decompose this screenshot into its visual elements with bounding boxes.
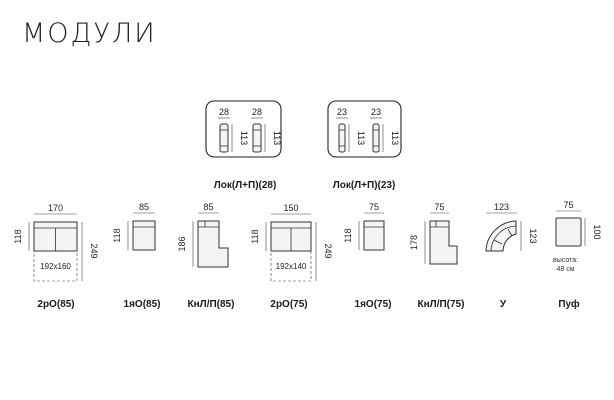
module-body bbox=[363, 220, 385, 251]
module-label-corner: У bbox=[499, 299, 507, 310]
lock-group-28: 28 28 113 113 bbox=[205, 100, 282, 158]
pouf-height-note: высота: 48 см bbox=[553, 256, 578, 274]
lock-arm-right bbox=[372, 123, 380, 153]
module-2ro-85: 170 118 249 192x160 bbox=[13, 203, 99, 282]
module-1yao-75: 75 118 bbox=[343, 202, 385, 251]
bed-outline bbox=[33, 250, 78, 282]
module-label-2ro-85: 2рО(85) bbox=[37, 299, 75, 310]
pouf-note-line1: высота: bbox=[553, 257, 579, 264]
bed-outline bbox=[270, 250, 312, 282]
module-height: 178 bbox=[409, 235, 419, 250]
module-depth: 249 bbox=[323, 243, 333, 258]
module-label-knlp-75: КнЛ/П(75) bbox=[417, 299, 465, 310]
lock-group-23: 23 23 113 113 bbox=[327, 100, 402, 158]
lock-frame bbox=[205, 100, 282, 158]
module-label-2ro-75: 2рО(75) bbox=[270, 299, 308, 310]
module-width: 85 bbox=[139, 202, 149, 212]
bed-size: 192x160 bbox=[40, 262, 71, 271]
lock-label-23: Лок(Л+П)(23) bbox=[332, 180, 396, 191]
lock-width-left: 23 bbox=[337, 107, 347, 117]
module-width: 85 bbox=[203, 202, 213, 212]
module-corner: 123 123 bbox=[485, 202, 538, 252]
module-label-1yao-85: 1яО(85) bbox=[123, 299, 161, 310]
module-knlp-75: 75 178 bbox=[409, 202, 458, 265]
module-label-1yao-75: 1яО(75) bbox=[354, 299, 392, 310]
module-1yao-85: 85 118 bbox=[112, 202, 156, 251]
lock-height-left: 113 bbox=[356, 131, 366, 145]
module-height: 186 bbox=[177, 236, 187, 251]
module-label-pouf: Пуф bbox=[558, 299, 580, 310]
module-width: 75 bbox=[369, 202, 379, 212]
lock-height-right: 113 bbox=[272, 131, 282, 145]
module-knlp-85: 85 186 bbox=[177, 202, 229, 268]
module-width: 75 bbox=[434, 202, 444, 212]
module-pouf: 75 100 bbox=[555, 200, 602, 247]
module-width: 170 bbox=[48, 203, 63, 213]
module-label-knlp-85: КнЛ/П(85) bbox=[187, 299, 235, 310]
module-width: 75 bbox=[563, 200, 573, 210]
module-body bbox=[429, 220, 458, 265]
lock-arm-left bbox=[219, 123, 229, 153]
lock-width-right: 23 bbox=[371, 107, 381, 117]
module-height: 118 bbox=[13, 229, 23, 243]
page-title: МОДУЛИ bbox=[22, 18, 157, 49]
module-2ro-75: 150 118 249 192x140 bbox=[250, 203, 333, 282]
module-height: 118 bbox=[112, 228, 122, 242]
module-depth: 123 bbox=[528, 228, 538, 243]
module-line bbox=[493, 239, 503, 245]
module-line bbox=[507, 228, 513, 237]
module-height: 118 bbox=[250, 229, 260, 243]
lock-arm-left bbox=[338, 123, 346, 153]
lock-arm-right bbox=[252, 123, 262, 153]
module-width: 123 bbox=[494, 202, 509, 212]
lock-width-right: 28 bbox=[252, 107, 262, 117]
module-body bbox=[555, 217, 582, 247]
module-line bbox=[490, 225, 517, 252]
module-height: 118 bbox=[343, 228, 353, 242]
module-body bbox=[197, 220, 229, 268]
pouf-note-line2: 48 см bbox=[556, 266, 575, 273]
lock-height-left: 113 bbox=[239, 131, 249, 145]
lock-label-28: Лок(Л+П)(28) bbox=[213, 180, 277, 191]
module-width: 150 bbox=[283, 203, 298, 213]
module-depth: 249 bbox=[89, 243, 99, 258]
bed-size: 192x140 bbox=[276, 262, 307, 271]
module-body bbox=[132, 220, 156, 251]
module-body bbox=[485, 220, 517, 252]
lock-width-left: 28 bbox=[219, 107, 229, 117]
lock-height-right: 113 bbox=[390, 131, 400, 145]
module-depth: 100 bbox=[592, 224, 602, 239]
